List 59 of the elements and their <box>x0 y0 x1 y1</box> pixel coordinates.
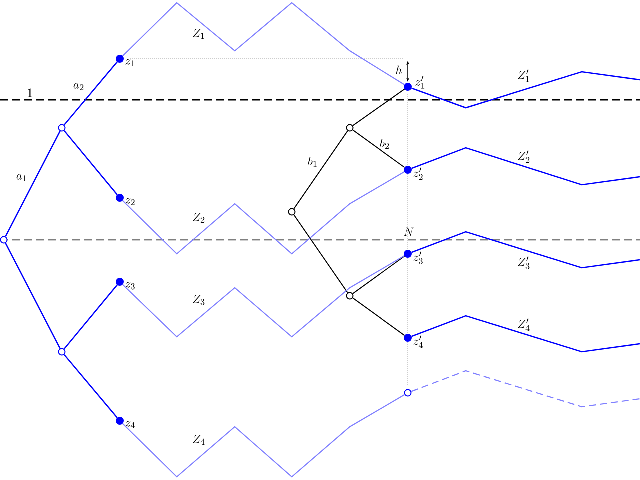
path-line <box>5 131 61 237</box>
point <box>58 124 66 132</box>
axis-label: $h$ <box>396 66 402 74</box>
point-label: $z'_3$ <box>414 252 423 264</box>
path-line <box>294 130 348 210</box>
point <box>288 208 296 216</box>
path-line <box>352 130 406 168</box>
point <box>346 292 354 300</box>
point <box>404 83 412 91</box>
path-line <box>122 394 406 478</box>
point <box>116 417 124 425</box>
axis-label: 1 <box>28 88 32 98</box>
path-line <box>64 62 118 126</box>
path-line <box>352 298 406 336</box>
edge-label: $Z'_3$ <box>518 256 530 270</box>
point <box>58 348 66 356</box>
edge-label: $a_2$ <box>74 83 84 90</box>
point-label: $z'_4$ <box>414 336 424 348</box>
path-line <box>64 130 118 196</box>
edge-label: $Z_1$ <box>193 29 204 39</box>
edge-label: $Z_2$ <box>193 213 205 223</box>
path-line <box>412 231 640 269</box>
point <box>404 334 412 342</box>
path-line <box>64 354 118 418</box>
path-line <box>122 2 405 86</box>
edge-label: $b_2$ <box>380 138 390 150</box>
path-line <box>122 256 405 338</box>
edge-label: $Z_3$ <box>193 295 205 306</box>
path-line <box>352 256 406 294</box>
edge-label: $Z'_4$ <box>518 318 530 332</box>
path-line <box>294 214 348 294</box>
point-label: $z'_1$ <box>416 76 425 89</box>
point <box>116 55 124 63</box>
axis-label: $N$ <box>404 228 414 236</box>
point-label: $z_2$ <box>126 198 135 206</box>
point <box>346 124 354 132</box>
path-line <box>64 284 118 350</box>
path-line <box>5 243 61 349</box>
point-label: $z_1$ <box>126 59 135 66</box>
point-label: $z_4$ <box>126 421 136 428</box>
point <box>116 278 124 286</box>
path-line <box>411 370 640 408</box>
point-label: $z_3$ <box>126 282 135 290</box>
path-line <box>352 88 406 126</box>
edge-label: $a_1$ <box>16 174 26 182</box>
edge-label: $Z'_2$ <box>518 150 530 164</box>
point-label: $z'_2$ <box>414 168 423 180</box>
point <box>404 166 412 174</box>
point <box>404 389 412 397</box>
edge-label: $Z_4$ <box>193 435 205 445</box>
edge-label: $Z'_1$ <box>518 70 530 82</box>
point <box>404 250 412 258</box>
edge-label: $b_1$ <box>308 156 317 168</box>
point <box>116 194 124 202</box>
path-line <box>412 147 640 186</box>
path-line <box>122 172 405 255</box>
point <box>0 236 8 244</box>
path-line <box>412 315 640 353</box>
path-line <box>412 71 640 109</box>
